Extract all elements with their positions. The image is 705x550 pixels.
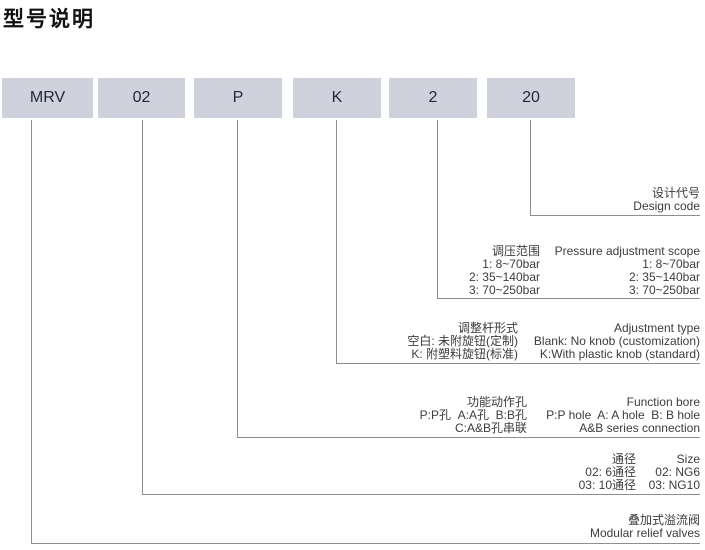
model-box-pressure: 2 [389, 78, 477, 118]
pressure-option-en: 3: 70~250bar [628, 283, 700, 297]
pressure-option-cn: 1: 8~70bar [482, 257, 540, 271]
model-box-size: 02 [98, 78, 185, 118]
adjustment-header-row: 调整杆形式 Adjustment type [407, 322, 700, 335]
connector-hline-mrv [31, 543, 700, 544]
adjustment-option-cn: 空白: 未附旋钮(定制) [407, 334, 518, 348]
pressure-option-en: 1: 8~70bar [642, 257, 700, 271]
function-option-row: C:A&B孔串联 A&B series connection [420, 422, 700, 435]
product-name-cn: 叠加式溢流阀 [627, 513, 700, 527]
product-name-en: Modular relief valves [589, 526, 700, 540]
adjustment-option-row: K: 附塑料旋钮(标准) K:With plastic knob (standar… [407, 348, 700, 361]
section-function-bore: 功能动作孔 Function bore P:P孔 A:A孔 B:B孔 P:P hol… [420, 396, 700, 435]
adjustment-option-en: K:With plastic knob (standard) [539, 347, 700, 361]
size-header-row: 通径 Size [579, 453, 700, 466]
pressure-header-row: 调压范围 Pressure adjustment scope [469, 245, 700, 258]
function-header-en: Function bore [626, 395, 700, 409]
connector-hline-size [142, 494, 700, 495]
size-option-row: 02: 6通径 02: NG6 [579, 466, 700, 479]
section-product-name: 叠加式溢流阀 Modular relief valves [590, 514, 700, 540]
size-option-row: 03: 10通径 03: NG10 [579, 479, 700, 492]
function-header-row: 功能动作孔 Function bore [420, 396, 700, 409]
size-header-en: Size [676, 452, 700, 466]
adjustment-option-row: 空白: 未附旋钮(定制) Blank: No knob (customizatio… [407, 335, 700, 348]
size-option-cn: 03: 10通径 [578, 478, 636, 492]
design-code-label-en: Design code [633, 199, 700, 213]
function-option-row: P:P孔 A:A孔 B:B孔 P:P hole A: A hole B: B ho… [420, 409, 700, 422]
connector-vline-knob [336, 120, 337, 363]
function-option-en: P:P hole A: A hole B: B hole [546, 408, 700, 422]
pressure-header-cn: 调压范围 [491, 244, 540, 258]
section-design-code: 设计代号 Design code [633, 187, 700, 213]
size-option-en: 03: NG10 [648, 478, 700, 492]
model-box-design-code: 20 [487, 78, 575, 118]
adjustment-option-en: Blank: No knob (customization) [533, 334, 700, 348]
section-adjustment-type: 调整杆形式 Adjustment type 空白: 未附旋钮(定制) Blank: … [407, 322, 700, 361]
connector-vline-function [237, 120, 238, 437]
size-header-cn: 通径 [611, 452, 636, 466]
connector-vline-design-code [530, 120, 531, 215]
pressure-option-row: 2: 35~140bar 2: 35~140bar [469, 271, 700, 284]
connector-vline-pressure [437, 120, 438, 298]
connector-vline-size [142, 120, 143, 494]
pressure-option-row: 1: 8~70bar 1: 8~70bar [469, 258, 700, 271]
design-code-label-cn: 设计代号 [651, 186, 700, 200]
pressure-option-cn: 2: 35~140bar [468, 270, 540, 284]
connector-hline-design-code [530, 215, 700, 216]
model-box-function: P [194, 78, 282, 118]
model-box-mrv: MRV [2, 78, 93, 118]
pressure-option-en: 2: 35~140bar [628, 270, 700, 284]
pressure-header-en: Pressure adjustment scope [554, 244, 700, 258]
function-option-cn: P:P孔 A:A孔 B:B孔 [419, 408, 527, 422]
size-option-cn: 02: 6通径 [585, 465, 636, 479]
adjustment-header-cn: 调整杆形式 [457, 321, 518, 335]
function-option-en: A&B series connection [579, 421, 700, 435]
section-size: 通径 Size 02: 6通径 02: NG6 03: 10通径 03: NG10 [579, 453, 700, 492]
section-pressure-adjustment-scope: 调压范围 Pressure adjustment scope 1: 8~70bar… [469, 245, 700, 297]
connector-hline-knob [336, 363, 700, 364]
connector-vline-mrv [31, 120, 32, 543]
pressure-option-row: 3: 70~250bar 3: 70~250bar [469, 284, 700, 297]
function-header-cn: 功能动作孔 [466, 395, 527, 409]
page-title: 型号说明 [3, 8, 95, 31]
adjustment-header-en: Adjustment type [613, 321, 700, 335]
size-option-en: 02: NG6 [655, 465, 700, 479]
model-box-knob: K [293, 78, 381, 118]
connector-hline-pressure [437, 298, 700, 299]
adjustment-option-cn: K: 附塑料旋钮(标准) [411, 347, 518, 361]
connector-hline-function [237, 437, 700, 438]
pressure-option-cn: 3: 70~250bar [468, 283, 540, 297]
function-option-cn: C:A&B孔串联 [454, 421, 527, 435]
